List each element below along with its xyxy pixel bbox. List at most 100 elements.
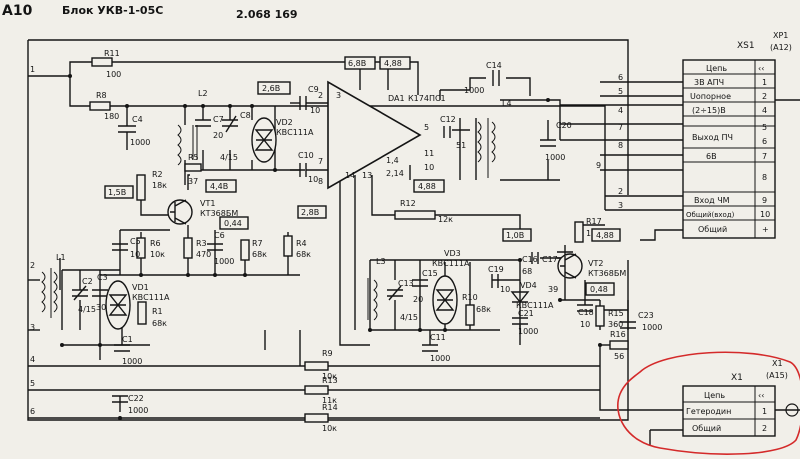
pin-9: 9 xyxy=(596,161,601,170)
r16-ref: R16 xyxy=(610,330,626,339)
capacitor-c10 xyxy=(299,163,307,177)
c2-val: 4/15 xyxy=(78,305,96,314)
r14-val: 10к xyxy=(322,424,337,433)
sheet-header: A10 Блок УКВ-1-05С 2.068 169 xyxy=(2,3,298,21)
capacitor-c16 xyxy=(531,252,539,264)
capacitor-c4 xyxy=(118,125,136,133)
c15-ref: C15 xyxy=(422,269,438,278)
r16-val: 56 xyxy=(614,352,624,361)
voltage-4-88-top: 4,88 xyxy=(384,59,402,68)
r4-val: 68к xyxy=(296,250,311,259)
r8-val: 180 xyxy=(104,112,119,121)
xs1-row8-label: Вход ЧМ xyxy=(694,196,730,205)
c12-ref: C12 xyxy=(440,115,456,124)
xs1-row4-num: 5 xyxy=(762,123,767,132)
c9-ref: C9 xyxy=(308,85,319,94)
r12-val: 12к xyxy=(438,215,453,224)
c1-val: 1000 xyxy=(122,357,142,366)
voltage-1-5: 1,5В xyxy=(108,188,126,197)
resistor-r16 xyxy=(609,340,629,350)
vd2-val: КВС111А xyxy=(276,128,314,137)
resistor-r5 xyxy=(184,163,202,172)
xs1-row10-num: + xyxy=(762,225,769,234)
pin-5: 5 xyxy=(618,87,623,96)
capacitor-c23 xyxy=(620,321,636,329)
r15-val: 360 xyxy=(608,320,623,329)
ic-pin-11: 11 xyxy=(424,149,434,158)
c18-val: 10 xyxy=(580,320,590,329)
c17-val: 39 xyxy=(548,285,558,294)
r2-val: 18к xyxy=(152,181,167,190)
resistor-r4 xyxy=(283,235,293,257)
ic-da1: DA1 К174ПС1 2 3 7 8 13 14 1,4 2,14 5 11 … xyxy=(318,80,446,190)
x1-connector: X1 X1 (А15) Цепь ‹‹ Гетеродин 1 Общий 2 xyxy=(649,359,800,446)
x1-right-ref: X1 xyxy=(772,359,783,368)
capacitor-c19 xyxy=(491,274,499,288)
c17-ref: C17 xyxy=(542,255,558,264)
xs1-row2-label: Uопорное xyxy=(690,92,731,101)
xp1-block: (А12) xyxy=(770,43,792,52)
c4-val: 1000 xyxy=(130,138,150,147)
x1-right-block: (А15) xyxy=(766,371,788,380)
pin-7: 7 xyxy=(618,123,623,132)
c19-ref: C19 xyxy=(488,265,504,274)
varicap-vd4 xyxy=(510,291,530,304)
c21-ref: C21 xyxy=(518,309,534,318)
voltage-2-8: 2,8В xyxy=(301,208,319,217)
c2-ref: C2 xyxy=(82,277,93,286)
capacitor-c5 xyxy=(112,243,128,251)
resistor-r17 xyxy=(574,221,584,243)
capacitor-c8 xyxy=(222,115,238,133)
da1-val: К174ПС1 xyxy=(408,94,446,103)
inductor-l3 xyxy=(367,278,378,321)
c19-val: 10 xyxy=(500,285,510,294)
varicap-vd1 xyxy=(105,280,131,330)
xs1-row7-num: 8 xyxy=(762,173,767,182)
xs1-title: XS1 xyxy=(737,41,755,51)
c10-val: 10 xyxy=(308,175,318,184)
resistor-r2 xyxy=(136,174,146,201)
pin-2: 2 xyxy=(618,187,623,196)
r15-ref: R15 xyxy=(608,309,624,318)
resistor-r12 xyxy=(394,210,436,220)
c23-ref: C23 xyxy=(638,311,654,320)
xs1-connector: XS1 XP1 (А12) Цепь ‹‹ 3В АПЧ 1 Uопорное … xyxy=(682,31,800,239)
ic-pin-8: 8 xyxy=(318,177,323,186)
resistor-r13 xyxy=(304,385,329,395)
xs1-header-mark: ‹‹ xyxy=(758,64,764,73)
vd3-val: КВС111А xyxy=(432,259,470,268)
vd2-ref: VD2 xyxy=(276,118,293,127)
resistor-r7 xyxy=(240,239,250,261)
xp1-ref: XP1 xyxy=(773,31,788,40)
r3-val: 470 xyxy=(196,250,211,259)
input-4: 4 xyxy=(30,355,35,364)
voltage-0-44: 0,44 xyxy=(224,219,242,228)
input-3: 3 xyxy=(30,323,35,332)
resistor-r6 xyxy=(136,237,146,259)
capacitor-c3 xyxy=(92,289,108,297)
r17-ref: R17 xyxy=(586,217,602,226)
da1-ref: DA1 xyxy=(388,94,405,103)
pin-8: 8 xyxy=(618,141,623,150)
input-2: 2 xyxy=(30,261,35,270)
xs1-row8-num: 9 xyxy=(762,196,767,205)
r11-val: 100 xyxy=(106,70,121,79)
capacitor-c20 xyxy=(540,139,556,147)
r13-ref: R13 xyxy=(322,376,338,385)
xs1-row1-label: 3В АПЧ xyxy=(694,78,724,87)
capacitor-c9 xyxy=(299,96,307,110)
resistor-r3 xyxy=(183,237,193,259)
pin-3: 3 xyxy=(618,201,623,210)
x1-title: X1 xyxy=(731,373,743,383)
input-6: 6 xyxy=(30,407,35,416)
c6-ref: C6 xyxy=(214,231,225,240)
varicaps: VD2 КВС111А VD1 КВС111А VD3 КВС111А VD4 … xyxy=(105,117,554,330)
transistor-vt2 xyxy=(557,253,583,279)
capacitor-c18 xyxy=(577,304,593,312)
c13-val: 4/15 xyxy=(400,313,418,322)
resistor-r1 xyxy=(137,301,147,325)
l3-ref: L3 xyxy=(376,257,386,266)
voltage-4-88-ic: 4,88 xyxy=(418,182,436,191)
c7-ref: C7 xyxy=(213,115,224,124)
